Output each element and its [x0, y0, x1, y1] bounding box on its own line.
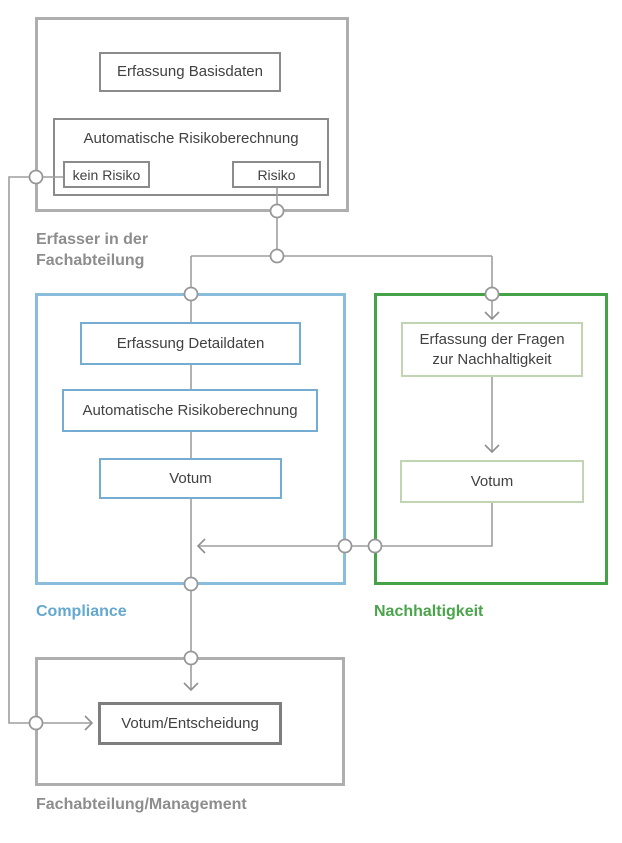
node-risiko: Risiko	[232, 161, 321, 188]
node-label: Erfassung der Fragen zur Nachhaltigkeit	[419, 330, 565, 368]
node-kein-risiko: kein Risiko	[63, 161, 150, 188]
section-label-management: Fachabteilung/Management	[36, 796, 247, 813]
node-label: Automatische Risikoberechnung	[82, 401, 298, 419]
node-automatische-risikoberechnung-top: Automatische Risikoberechnung kein Risik…	[53, 118, 329, 196]
node-erfassung-detaildaten: Erfassung Detaildaten	[80, 322, 301, 365]
node-label: Erfassung Basisdaten	[117, 63, 263, 80]
node-label: Erfassung Detaildaten	[116, 334, 265, 352]
node-votum-compliance: Votum	[99, 458, 282, 499]
node-label: Automatische Risikoberechnung	[83, 130, 299, 147]
section-label-compliance: Compliance	[36, 603, 127, 620]
node-label: Votum/Entscheidung	[121, 714, 259, 732]
node-erfassung-fragen-nachhaltigkeit: Erfassung der Fragen zur Nachhaltigkeit	[401, 322, 583, 377]
node-label: Votum	[470, 472, 514, 490]
panel-erfasser	[35, 17, 349, 212]
node-votum-entscheidung: Votum/Entscheidung	[98, 702, 282, 745]
node-votum-nachhaltigkeit: Votum	[400, 460, 584, 503]
section-label-nachhaltigkeit: Nachhaltigkeit	[374, 603, 484, 620]
junction-circle-split	[269, 248, 285, 264]
node-erfassung-basisdaten: Erfassung Basisdaten	[99, 52, 281, 92]
node-label: kein Risiko	[72, 166, 141, 183]
node-label: Risiko	[257, 166, 296, 183]
node-label: Votum	[169, 469, 212, 487]
section-label-erfasser: Erfasser in der Fachabteilung	[36, 231, 149, 269]
node-automatische-risikoberechnung-compliance: Automatische Risikoberechnung	[62, 389, 318, 432]
